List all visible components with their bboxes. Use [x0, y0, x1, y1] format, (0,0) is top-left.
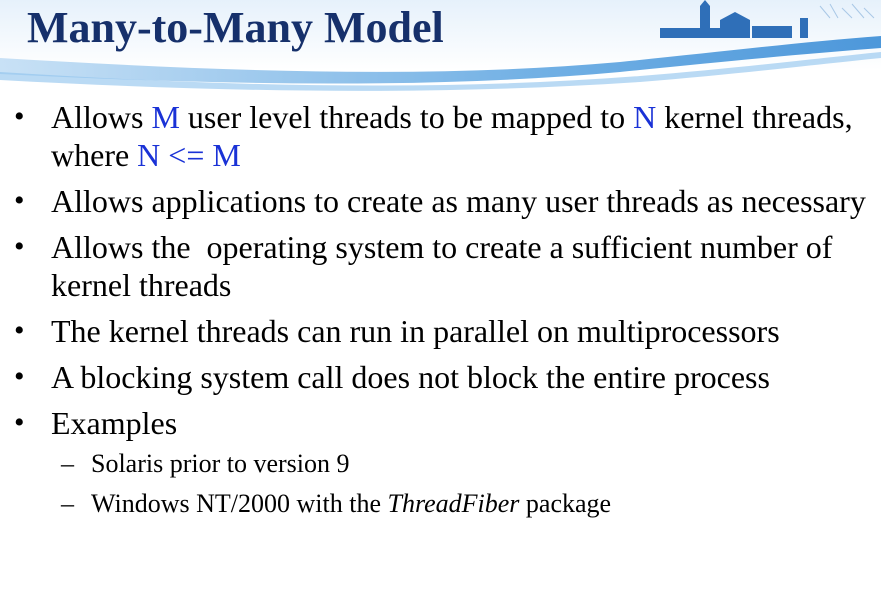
bullet-dot-icon: •: [14, 360, 25, 393]
bullet-text: Allows the operating system to create a …: [51, 229, 841, 303]
bullet-text: A blocking system call does not block th…: [51, 359, 770, 395]
bullet-dot-icon: •: [14, 184, 25, 217]
town-silhouette-icon: [660, 0, 808, 38]
bullet-text: Allows M user level threads to be mapped…: [51, 99, 853, 173]
bullet-dot-icon: •: [14, 230, 25, 263]
text-segment: kernel threads, where: [51, 99, 853, 173]
sub-bullet-list: – Solaris prior to version 9 – Windows N…: [51, 444, 881, 524]
bullet-dot-icon: •: [14, 314, 25, 347]
text-segment: user level threads to be mapped to: [179, 99, 634, 135]
bullet-item: • The kernel threads can run in parallel…: [0, 312, 881, 350]
bullet-item: • Allows M user level threads to be mapp…: [0, 98, 881, 174]
bullet-text: Examples: [51, 405, 178, 441]
bullet-item: • Allows applications to create as many …: [0, 182, 881, 220]
slide-header: Many-to-Many Model: [0, 0, 881, 92]
text-segment: Allows: [51, 99, 152, 135]
bullet-text: Allows applications to create as many us…: [51, 183, 866, 219]
sub-bullet-item: – Solaris prior to version 9: [51, 444, 881, 484]
text-segment: Windows NT/2000 with the: [91, 489, 388, 518]
bullet-list: • Allows M user level threads to be mapp…: [0, 98, 881, 532]
bullet-item: • A blocking system call does not block …: [0, 358, 881, 396]
slide-title: Many-to-Many Model: [27, 3, 444, 52]
highlight-n: N: [633, 99, 657, 135]
italic-threadfiber: ThreadFiber: [387, 489, 520, 518]
sub-bullet-text: Windows NT/2000 with the ThreadFiber pac…: [91, 489, 611, 518]
bullet-item: • Examples – Solaris prior to version 9 …: [0, 404, 881, 524]
bullet-item: • Allows the operating system to create …: [0, 228, 881, 304]
highlight-n-le-m: N <= M: [137, 137, 241, 173]
bullet-text: The kernel threads can run in parallel o…: [51, 313, 780, 349]
sub-bullet-item: – Windows NT/2000 with the ThreadFiber p…: [51, 484, 881, 524]
text-segment: package: [519, 489, 612, 518]
sub-bullet-text: Solaris prior to version 9: [91, 449, 350, 478]
bullet-dot-icon: •: [14, 406, 25, 439]
dash-icon: –: [61, 489, 74, 518]
highlight-m: M: [151, 99, 180, 135]
header-wave-decoration: [0, 0, 881, 91]
bullet-dot-icon: •: [14, 100, 25, 133]
dash-icon: –: [61, 449, 74, 478]
